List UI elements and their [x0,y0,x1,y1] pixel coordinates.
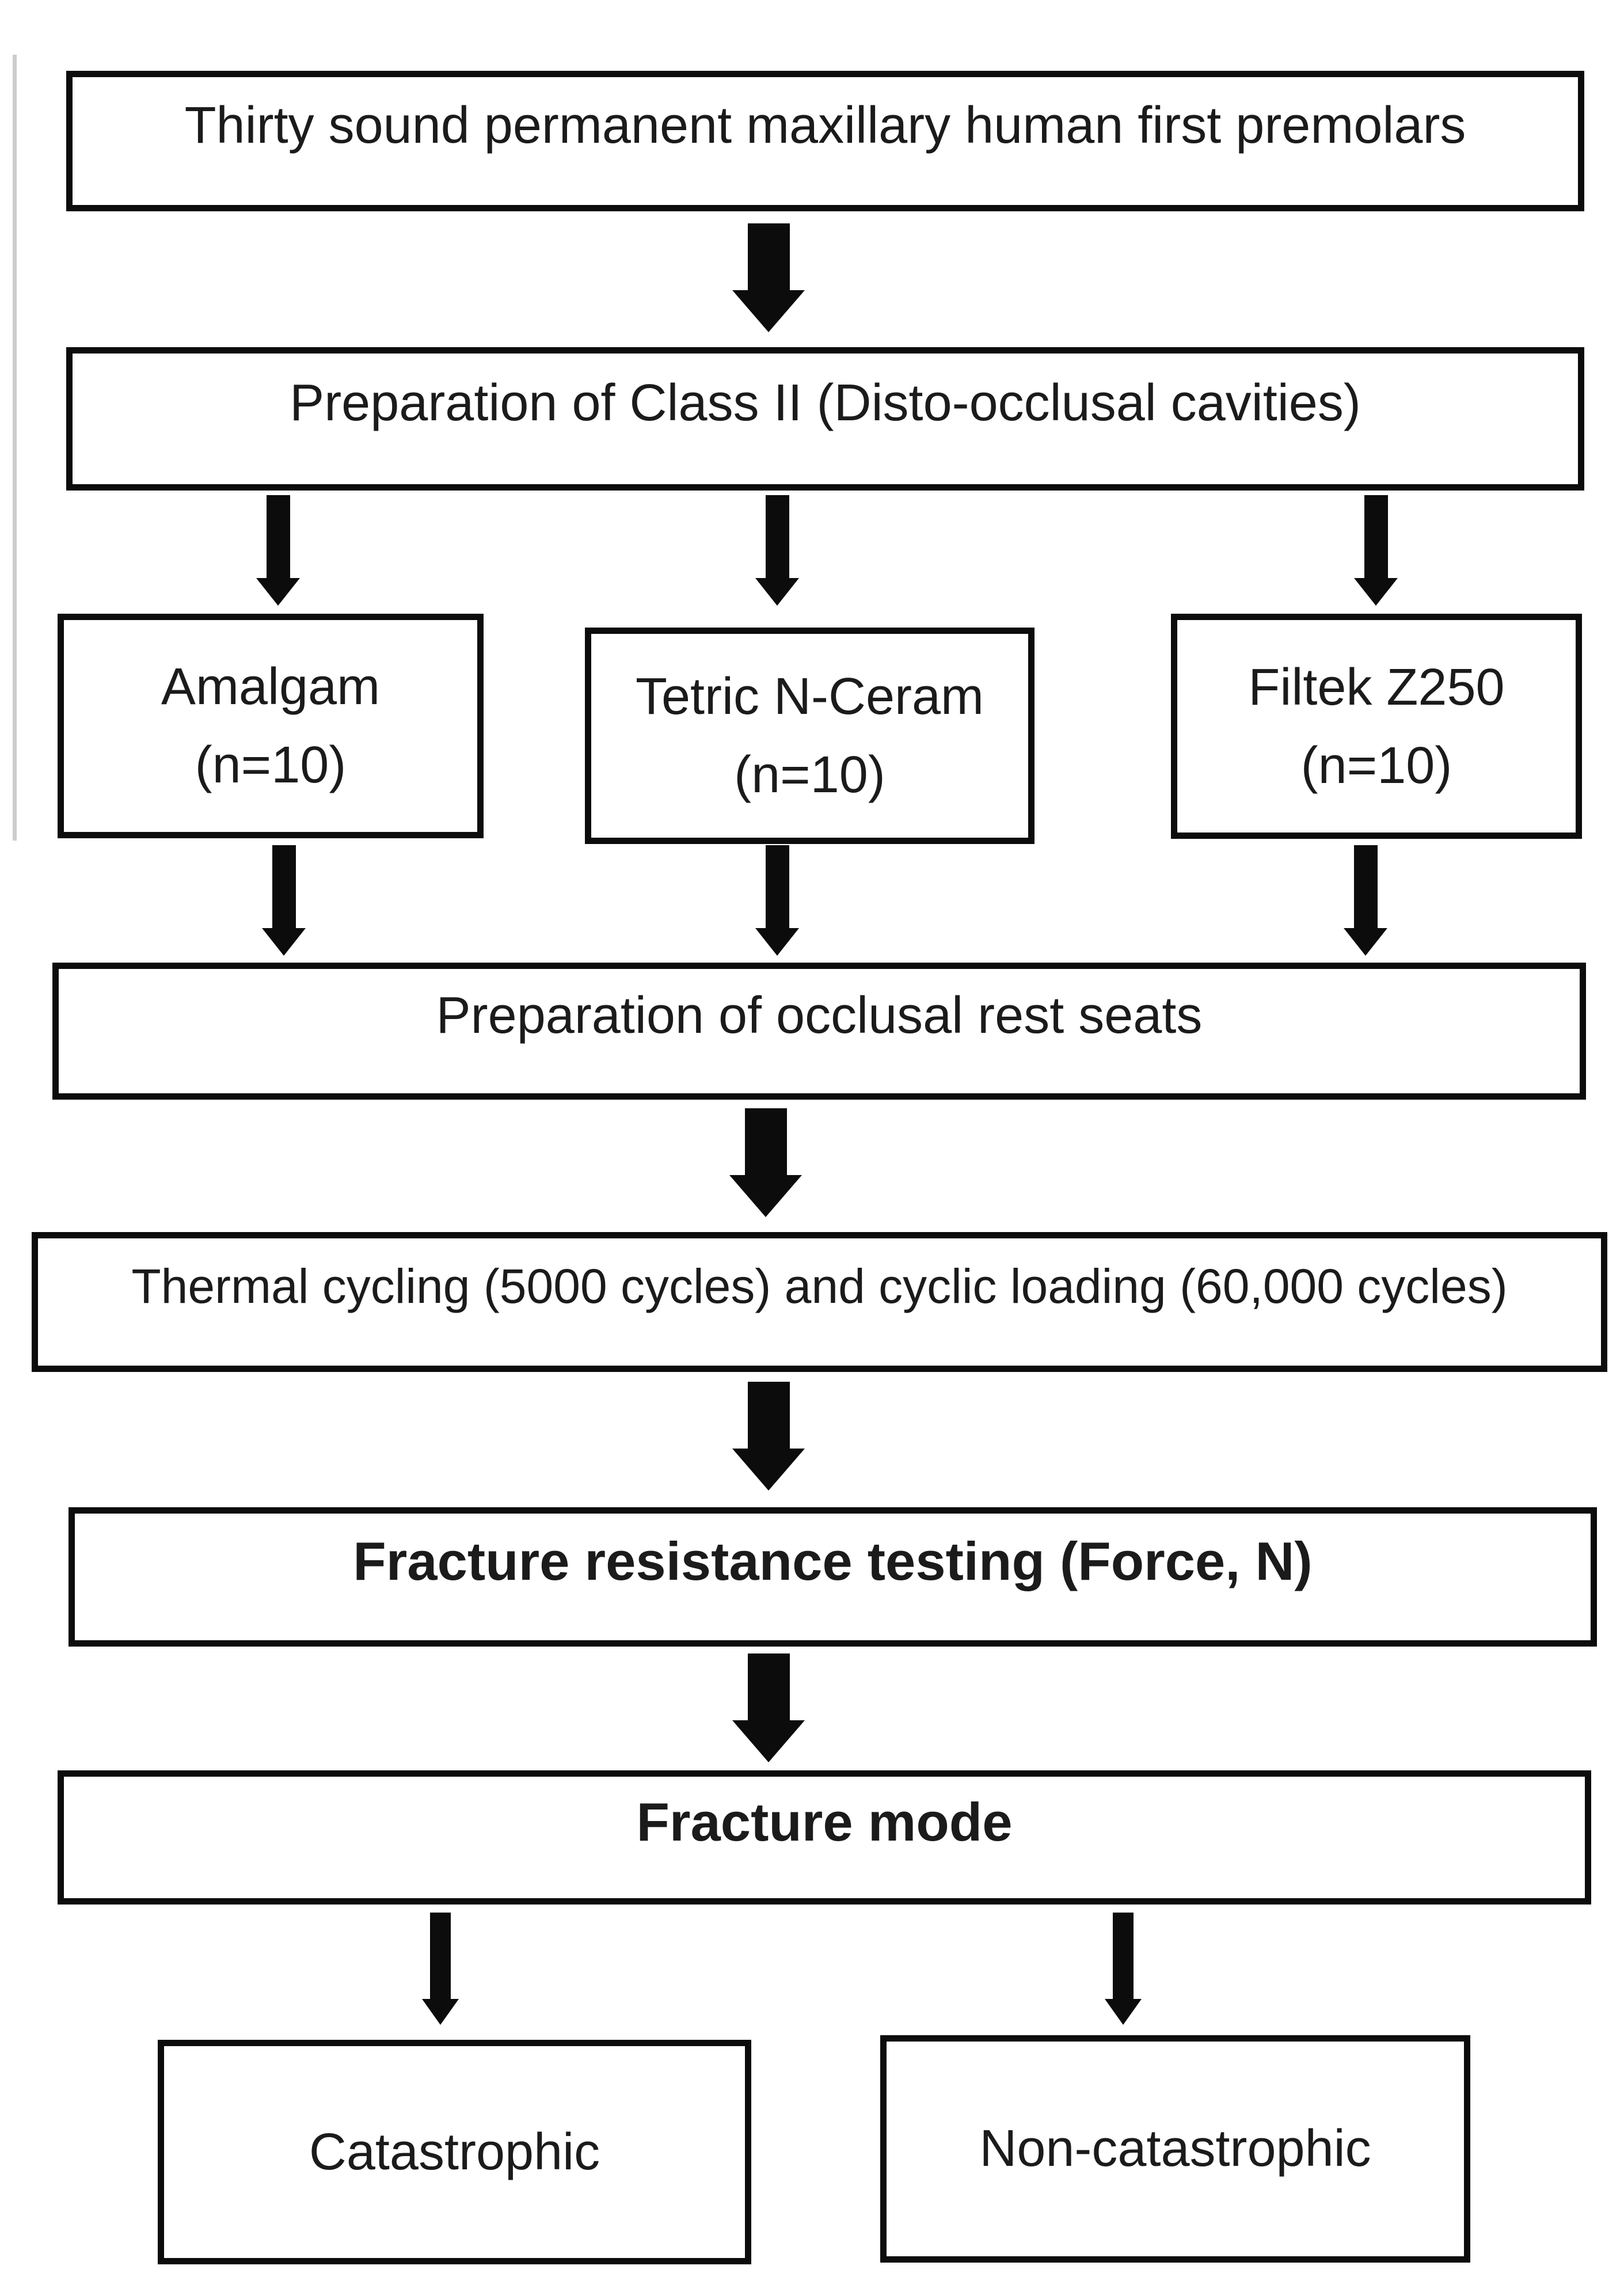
arrow-premolars-to-class2 [732,223,805,332]
arrow-head-icon [1354,578,1398,606]
arrow-shaft [747,223,790,290]
node-tetric: Tetric N-Ceram (n=10) [585,628,1035,844]
arrow-shaft [430,1913,451,1999]
node-non-catastrophic: Non-catastrophic [880,2035,1470,2263]
arrow-head-icon [262,928,306,956]
node-class2-label: Preparation of Class II (Disto-occlusal … [290,374,1361,432]
arrow-tetric-to-rest-seats [755,845,799,956]
arrow-shaft [765,845,789,928]
node-filtek-labels: Filtek Z250 (n=10) [1248,662,1504,792]
arrow-head-icon [732,1720,805,1762]
arrow-head-icon [1105,1999,1142,2025]
node-tetric-count: (n=10) [734,746,885,804]
arrow-mode-to-non-catastrophic [1105,1913,1142,2025]
node-filtek-name: Filtek Z250 [1248,658,1505,716]
arrow-class2-to-filtek [1354,495,1398,606]
node-filtek: Filtek Z250 (n=10) [1171,614,1582,839]
arrow-shaft [747,1382,790,1449]
node-premolars: Thirty sound permanent maxillary human f… [66,71,1584,211]
arrow-shaft [765,495,789,578]
arrow-shaft [744,1108,787,1175]
arrow-head-icon [732,1449,805,1491]
arrow-rest-seats-to-thermal [729,1108,802,1217]
node-amalgam-count: (n=10) [195,736,347,794]
arrow-amalgam-to-rest-seats [262,845,306,956]
node-amalgam: Amalgam (n=10) [58,614,484,838]
arrow-head-icon [732,290,805,332]
node-thermal-label: Thermal cycling (5000 cycles) and cyclic… [131,1259,1508,1313]
scan-artifact-line [13,55,17,841]
arrow-shaft [1364,495,1388,578]
node-amalgam-name: Amalgam [161,658,381,716]
arrow-head-icon [422,1999,459,2025]
node-rest-seats: Preparation of occlusal rest seats [52,963,1586,1100]
node-catastrophic-label: Catastrophic [309,2123,600,2181]
node-tetric-labels: Tetric N-Ceram (n=10) [636,671,984,801]
arrow-head-icon [755,928,799,956]
arrow-class2-to-tetric [755,495,799,606]
node-catastrophic: Catastrophic [158,2040,751,2264]
arrow-class2-to-amalgam [256,495,300,606]
arrow-testing-to-mode [732,1653,805,1762]
arrow-head-icon [256,578,300,606]
arrow-head-icon [729,1175,802,1217]
arrow-shaft [272,845,296,928]
node-amalgam-labels: Amalgam (n=10) [161,661,380,791]
node-tetric-name: Tetric N-Ceram [635,668,984,725]
arrow-mode-to-catastrophic [422,1913,459,2025]
arrow-thermal-to-testing [732,1382,805,1491]
node-fracture-mode-label: Fracture mode [636,1791,1013,1852]
arrow-shaft [266,495,290,578]
node-class2: Preparation of Class II (Disto-occlusal … [66,347,1584,491]
arrow-head-icon [1344,928,1387,956]
node-thermal: Thermal cycling (5000 cycles) and cyclic… [32,1232,1607,1372]
arrow-shaft [747,1653,790,1720]
node-testing-label: Fracture resistance testing (Force, N) [353,1531,1313,1592]
node-premolars-label: Thirty sound permanent maxillary human f… [184,96,1466,154]
arrow-shaft [1113,1913,1134,1999]
arrow-shaft [1353,845,1378,928]
node-filtek-count: (n=10) [1300,736,1452,795]
arrow-filtek-to-rest-seats [1344,845,1387,956]
node-fracture-mode: Fracture mode [58,1770,1591,1905]
arrow-head-icon [755,578,799,606]
node-testing: Fracture resistance testing (Force, N) [69,1507,1597,1647]
node-non-catastrophic-label: Non-catastrophic [979,2120,1371,2178]
node-rest-seats-label: Preparation of occlusal rest seats [436,986,1203,1044]
